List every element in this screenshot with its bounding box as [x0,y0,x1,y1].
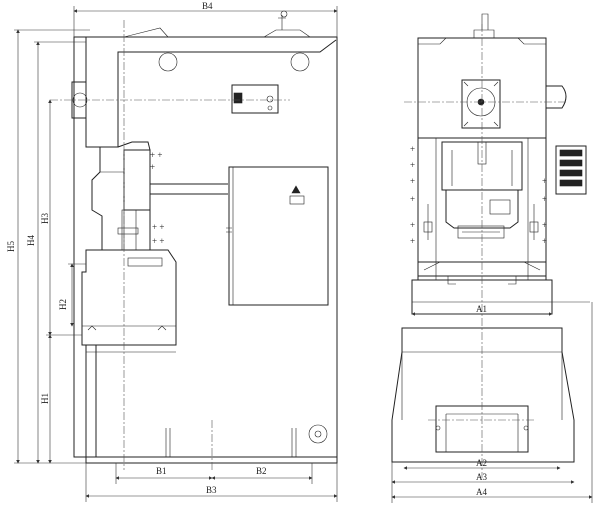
side-top-block [85,37,337,148]
svg-text:+ +: + + [152,222,164,232]
front-motor-plate [461,79,501,129]
svg-text:+: + [410,236,415,246]
side-electric-cabinet [228,166,329,306]
side-c-frame [86,146,103,251]
svg-text:+: + [410,194,415,204]
dim-label-h4: H4 [26,235,36,246]
dim-label-a4: A4 [476,487,487,497]
svg-text:+ +: + + [152,236,164,246]
svg-text:+: + [410,220,415,230]
warning-triangle-icon [291,185,301,194]
side-view-dimensions: B4 H5 H4 H3 H2 H1 B1 B2 B3 [6,1,338,502]
svg-text:+: + [542,194,547,204]
front-base [391,327,575,463]
svg-text:+: + [410,176,415,186]
side-crown-hole-right [290,52,310,72]
dim-label-a2: A2 [476,458,487,468]
svg-text:+: + [542,236,547,246]
dim-label-h5: H5 [6,241,16,252]
svg-text:+: + [542,176,547,186]
dim-label-h2: H2 [58,299,68,310]
dim-label-b2: B2 [256,466,267,476]
svg-text:+: + [410,160,415,170]
dim-label-b3: B3 [206,485,217,495]
front-slide [445,189,519,229]
side-bolster [81,249,177,346]
side-view: + + + + + + + [50,10,338,470]
dim-label-h1: H1 [40,393,50,404]
svg-text:+ +: + + [150,150,162,160]
svg-text:+: + [150,162,155,172]
dim-label-b4: B4 [202,1,213,11]
dim-label-h3: H3 [40,213,50,224]
dim-label-b1: B1 [156,466,167,476]
side-ram [123,149,151,211]
front-view-dimensions: A1 A2 A3 A4 [391,302,593,503]
front-bolster [417,261,547,277]
svg-text:+: + [542,220,547,230]
side-crown-hole-left [158,52,178,72]
front-control-panel [555,145,587,195]
front-view: + + + + + + + + + + [391,13,590,478]
svg-text:+: + [410,144,415,154]
dim-label-a1: A1 [476,304,487,314]
dim-label-a3: A3 [476,472,487,482]
